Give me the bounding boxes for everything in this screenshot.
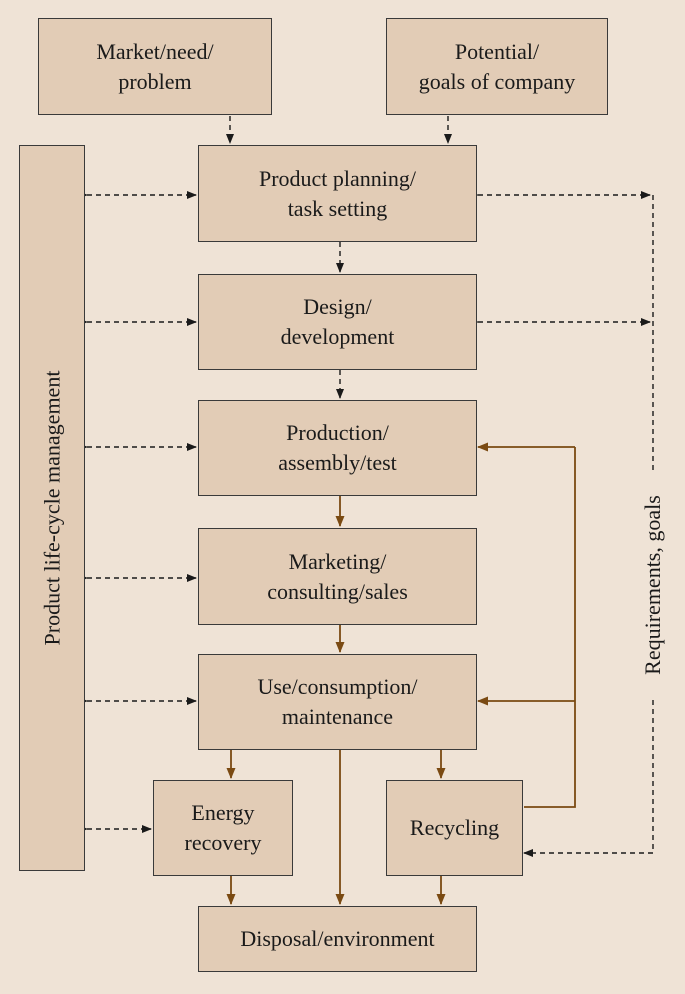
- box-recycling-label: Recycling: [409, 815, 500, 840]
- box-energy-line1: Energy: [191, 800, 255, 825]
- box-disposal-label: Disposal/environment: [240, 926, 435, 951]
- box-planning-line2: task setting: [287, 195, 388, 221]
- box-use-consumption: Use/consumption/maintenance: [198, 654, 477, 750]
- box-energy-line2: recovery: [184, 830, 262, 855]
- box-design-line2: development: [280, 324, 395, 349]
- flow-recycling-loop: [524, 447, 576, 808]
- requirements-line-to-recycling: [523, 700, 654, 857]
- box-marketing-line2: consulting/sales: [267, 578, 408, 604]
- box-product-planning: Product planning/task setting: [198, 145, 477, 242]
- plm-label: Product life-cycle management: [39, 370, 65, 646]
- box-planning-line1: Product planning/: [258, 165, 417, 191]
- box-energy-recovery: Energy recovery: [153, 780, 293, 876]
- box-production-line2: assembly/test: [278, 450, 397, 475]
- box-potential-line1: Potential/: [454, 38, 540, 64]
- box-market-need-problem: Market/need/problem: [38, 18, 272, 115]
- box-production-assembly: Production/assembly/test: [198, 400, 477, 496]
- box-disposal-environment: Disposal/environment: [198, 906, 477, 972]
- box-use-line1: Use/consumption/: [257, 674, 418, 699]
- box-marketing-sales: Marketing/consulting/sales: [198, 528, 477, 625]
- box-design-line1: Design/: [303, 294, 372, 319]
- box-marketing-line1: Marketing/: [288, 548, 387, 574]
- requirements-label-wrap: Requirements, goals: [633, 470, 673, 700]
- requirements-label: Requirements, goals: [640, 495, 666, 675]
- plm-bar: Product life-cycle management: [19, 145, 85, 871]
- box-use-line2: maintenance: [281, 704, 394, 729]
- box-market-line2: problem: [118, 68, 192, 94]
- box-production-line1: Production/: [286, 420, 389, 445]
- box-potential-goals: Potential/goals of company: [386, 18, 608, 115]
- box-design-development: Design/development: [198, 274, 477, 370]
- box-potential-line2: goals of company: [418, 68, 576, 94]
- box-market-line1: Market/need/: [96, 38, 214, 64]
- box-recycling: Recycling: [386, 780, 523, 876]
